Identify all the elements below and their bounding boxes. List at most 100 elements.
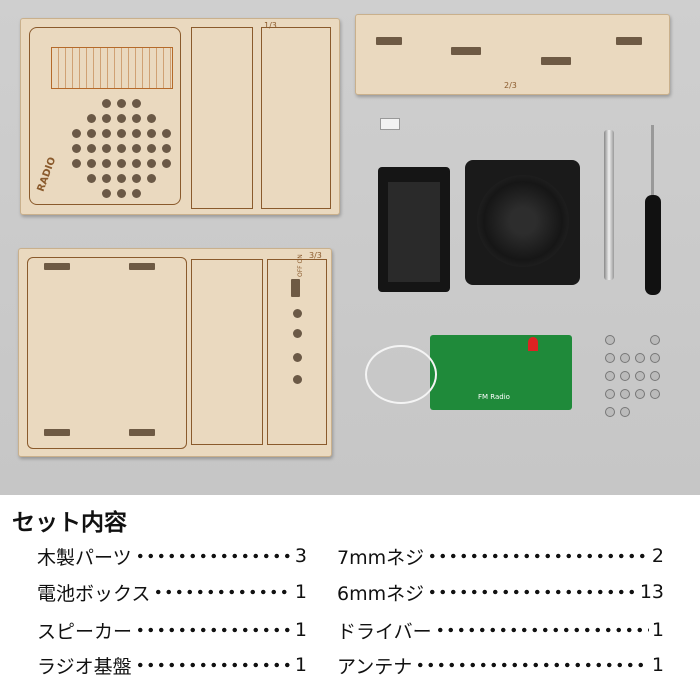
- grill-hole: [162, 129, 171, 138]
- grill-hole: [147, 159, 156, 168]
- screw: [605, 335, 615, 345]
- wood-panel-back: 3/3 OFF ON: [18, 248, 332, 457]
- screw: [605, 389, 615, 399]
- grill-hole: [117, 159, 126, 168]
- grill-hole: [87, 174, 96, 183]
- dot-leader: [134, 662, 292, 668]
- item-label: 電池ボックス: [37, 582, 151, 605]
- antenna-wire: [365, 345, 437, 404]
- speaker-grill: [66, 99, 176, 209]
- contents-item: ドライバー 1: [337, 617, 664, 643]
- grill-hole: [132, 129, 141, 138]
- screw: [650, 371, 660, 381]
- contents-item: 電池ボックス 1: [37, 579, 307, 605]
- screw: [620, 389, 630, 399]
- screw: [605, 371, 615, 381]
- wood-panel-front: 1/3 RADIO: [20, 18, 340, 215]
- screw: [620, 371, 630, 381]
- grill-hole: [102, 189, 111, 198]
- grill-hole: [132, 144, 141, 153]
- grill-hole: [87, 129, 96, 138]
- panel-page-label: 3/3: [309, 251, 322, 260]
- grill-hole: [132, 159, 141, 168]
- grill-hole: [117, 189, 126, 198]
- item-label: 6mmネジ: [337, 582, 425, 605]
- item-count: 2: [651, 545, 664, 567]
- speaker: [465, 160, 580, 285]
- grill-hole: [102, 159, 111, 168]
- screw: [620, 407, 630, 417]
- grill-hole: [147, 144, 156, 153]
- grill-hole: [132, 174, 141, 183]
- item-count: 1: [651, 654, 664, 676]
- grill-hole: [87, 144, 96, 153]
- screw: [635, 389, 645, 399]
- screw: [635, 371, 645, 381]
- item-label: 木製パーツ: [37, 546, 132, 569]
- product-photo: 1/3 RADIO 2/3 3/3 OFF ON: [0, 0, 700, 495]
- grill-hole: [132, 99, 141, 108]
- grill-hole: [147, 174, 156, 183]
- screw: [650, 353, 660, 363]
- contents-item: 6mmネジ 13: [337, 579, 664, 605]
- contents-item: ラジオ基盤 1: [37, 652, 307, 678]
- item-count: 1: [294, 581, 307, 603]
- switch-label: OFF ON: [297, 254, 304, 277]
- screw: [605, 407, 615, 417]
- panel-page-label: 1/3: [264, 21, 277, 30]
- grill-hole: [102, 129, 111, 138]
- grill-hole: [72, 129, 81, 138]
- screwdriver: [651, 125, 654, 195]
- dot-leader: [415, 662, 649, 668]
- battery-box: [378, 167, 450, 292]
- item-count: 1: [294, 654, 307, 676]
- dot-leader: [427, 553, 649, 559]
- screw: [605, 353, 615, 363]
- grill-hole: [147, 114, 156, 123]
- dot-leader: [135, 627, 292, 633]
- screw: [650, 335, 660, 345]
- grill-hole: [117, 129, 126, 138]
- set-contents-title: セット内容: [12, 510, 127, 536]
- panel-page-label: 2/3: [504, 81, 517, 90]
- item-count: 1: [651, 619, 664, 641]
- antenna: [604, 130, 614, 280]
- radio-pcb: FM Radio: [430, 335, 572, 410]
- grill-hole: [72, 144, 81, 153]
- item-count: 3: [294, 545, 307, 567]
- grill-hole: [87, 114, 96, 123]
- grill-hole: [117, 99, 126, 108]
- item-count: 1: [294, 619, 307, 641]
- contents-item: アンテナ 1: [337, 652, 664, 678]
- screw: [620, 353, 630, 363]
- wood-panel-top: 2/3: [355, 14, 670, 95]
- item-label: アンテナ: [337, 655, 413, 678]
- grill-hole: [117, 114, 126, 123]
- dot-leader: [434, 627, 649, 633]
- item-label: ドライバー: [337, 620, 432, 643]
- pcb-label: FM Radio: [478, 393, 510, 401]
- grill-hole: [117, 144, 126, 153]
- grill-hole: [87, 159, 96, 168]
- item-label: スピーカー: [37, 620, 133, 643]
- grill-hole: [132, 114, 141, 123]
- contents-item: スピーカー 1: [37, 617, 307, 643]
- screws: [605, 335, 670, 425]
- contents-item: 木製パーツ 3: [37, 543, 307, 569]
- item-label: ラジオ基盤: [37, 655, 132, 678]
- grill-hole: [147, 129, 156, 138]
- grill-hole: [102, 174, 111, 183]
- grill-hole: [132, 189, 141, 198]
- grill-hole: [102, 114, 111, 123]
- item-count: 13: [639, 581, 664, 603]
- screw: [650, 389, 660, 399]
- grill-hole: [117, 174, 126, 183]
- grill-hole: [162, 144, 171, 153]
- dot-leader: [134, 553, 292, 559]
- dot-leader: [153, 589, 292, 595]
- dot-leader: [427, 589, 637, 595]
- screw: [635, 353, 645, 363]
- grill-hole: [102, 144, 111, 153]
